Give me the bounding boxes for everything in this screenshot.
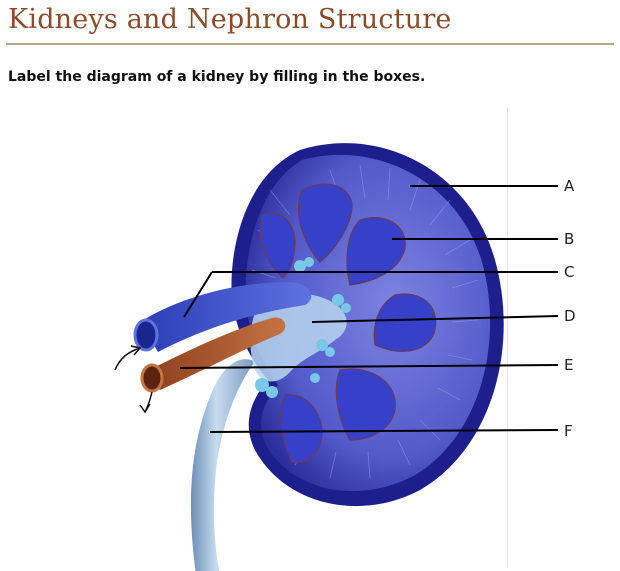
label-e: E	[564, 356, 573, 374]
label-f: F	[564, 422, 573, 440]
label-d: D	[564, 307, 576, 325]
renal-vein	[140, 282, 312, 352]
medullary-pyramids	[259, 183, 437, 464]
artery-arrowhead	[139, 403, 151, 414]
title-divider	[6, 43, 614, 45]
leader-lines	[179, 185, 559, 433]
flow-arrows	[114, 345, 153, 414]
page-title: Kidneys and Nephron Structure	[8, 4, 452, 35]
calyx-clusters	[255, 257, 351, 398]
instruction-text: Label the diagram of a kidney by filling…	[8, 69, 426, 85]
renal-pelvis	[250, 293, 347, 382]
leader-line-d	[311, 315, 559, 323]
leader-line-e	[179, 364, 559, 369]
renal-artery	[145, 317, 286, 390]
label-c: C	[564, 263, 574, 281]
vein-flow-arrow	[114, 347, 141, 371]
label-b: B	[564, 230, 574, 248]
column-divider	[507, 108, 508, 568]
artery-opening	[140, 363, 164, 393]
ureter	[190, 359, 255, 571]
vein-opening	[133, 318, 159, 352]
leader-line-f	[209, 429, 559, 433]
leader-line-c-diagonal	[183, 271, 213, 318]
vein-arrowhead	[130, 345, 142, 356]
label-a: A	[564, 177, 575, 195]
